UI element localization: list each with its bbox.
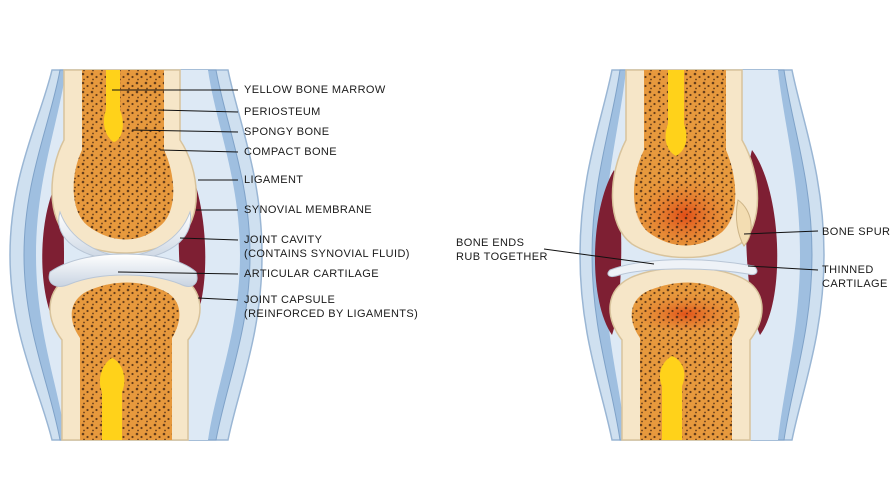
healthy-leader-lines (112, 89, 239, 301)
arthritic-upper-marrow (665, 70, 687, 156)
label-ligament: LIGAMENT (244, 174, 304, 186)
healthy-upper-cartilage (58, 210, 192, 263)
label-periosteum: PERIOSTEUM (244, 106, 321, 118)
label-rub-together: RUB TOGETHER (456, 251, 548, 263)
healthy-upper-marrow (103, 70, 123, 142)
label-joint-capsule: JOINT CAPSULE (244, 294, 336, 306)
label-synovial-membrane: SYNOVIAL MEMBRANE (244, 204, 373, 216)
label-cartilage: CARTILAGE (822, 278, 888, 290)
label-joint-cavity-note: (CONTAINS SYNOVIAL FLUID) (244, 248, 410, 260)
label-joint-cavity: JOINT CAVITY (244, 234, 323, 246)
label-spongy-bone: SPONGY BONE (244, 126, 330, 138)
label-bone-spur: BONE SPUR (822, 226, 891, 238)
healthy-joint (9, 69, 263, 441)
arthritic-thin-cartilage (607, 259, 758, 277)
label-thinned: THINNED (822, 264, 874, 276)
label-bone-ends: BONE ENDS (456, 237, 525, 249)
arthritic-lower-marrow (659, 356, 685, 440)
label-yellow-bone-marrow: YELLOW BONE MARROW (244, 84, 386, 96)
label-compact-bone: COMPACT BONE (244, 146, 338, 158)
healthy-lower-cartilage (48, 253, 198, 287)
label-joint-capsule-note: (REINFORCED BY LIGAMENTS) (244, 308, 419, 320)
bone-spur (735, 199, 752, 247)
label-articular-cartilage: ARTICULAR CARTILAGE (244, 268, 379, 280)
arthritic-leader-lines (543, 230, 819, 271)
arthritic-joint (543, 69, 825, 441)
healthy-lower-marrow (99, 358, 125, 440)
